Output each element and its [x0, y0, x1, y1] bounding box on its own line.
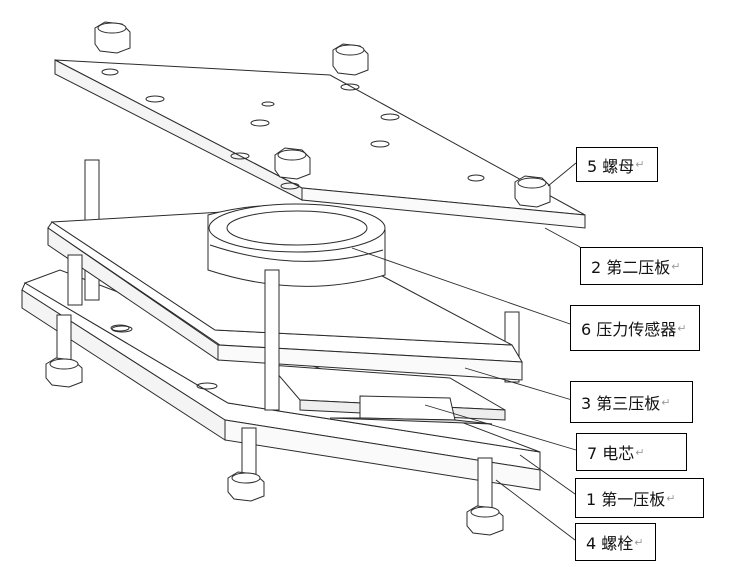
nut-top-right: [332, 43, 369, 76]
return-mark: ↵: [634, 535, 644, 549]
nut-top-left: [94, 21, 131, 54]
pressure-sensor: [207, 203, 386, 287]
label-battery-cell: 7 电芯↵: [576, 433, 687, 471]
battery-cell: [329, 395, 493, 425]
label-nut: 5 螺母↵: [576, 147, 658, 182]
label-first-plate: 1 第一压板↵: [575, 478, 704, 518]
nut-bottom-right: [466, 505, 504, 536]
return-mark: ↵: [635, 445, 645, 459]
top-plate: [54, 59, 586, 229]
nut-center: [274, 147, 311, 180]
nut-bottom-mid: [227, 471, 265, 502]
leader-lines: [351, 162, 585, 541]
bolt-shafts-front: [56, 254, 493, 514]
return-mark: ↵: [666, 491, 676, 505]
label-bolt: 4 螺栓↵: [575, 523, 656, 561]
return-mark: ↵: [671, 259, 681, 273]
label-third-plate: 3 第三压板↵: [570, 381, 693, 423]
return-mark: ↵: [635, 158, 645, 171]
return-mark: ↵: [661, 395, 671, 409]
label-second-plate: 2 第二压板↵: [580, 247, 703, 285]
nut-right: [514, 175, 551, 208]
nut-bottom-left: [45, 357, 83, 388]
nut-icons: [45, 21, 551, 536]
label-pressure-sensor: 6 压力传感器↵: [570, 305, 700, 351]
return-mark: ↵: [677, 321, 687, 335]
